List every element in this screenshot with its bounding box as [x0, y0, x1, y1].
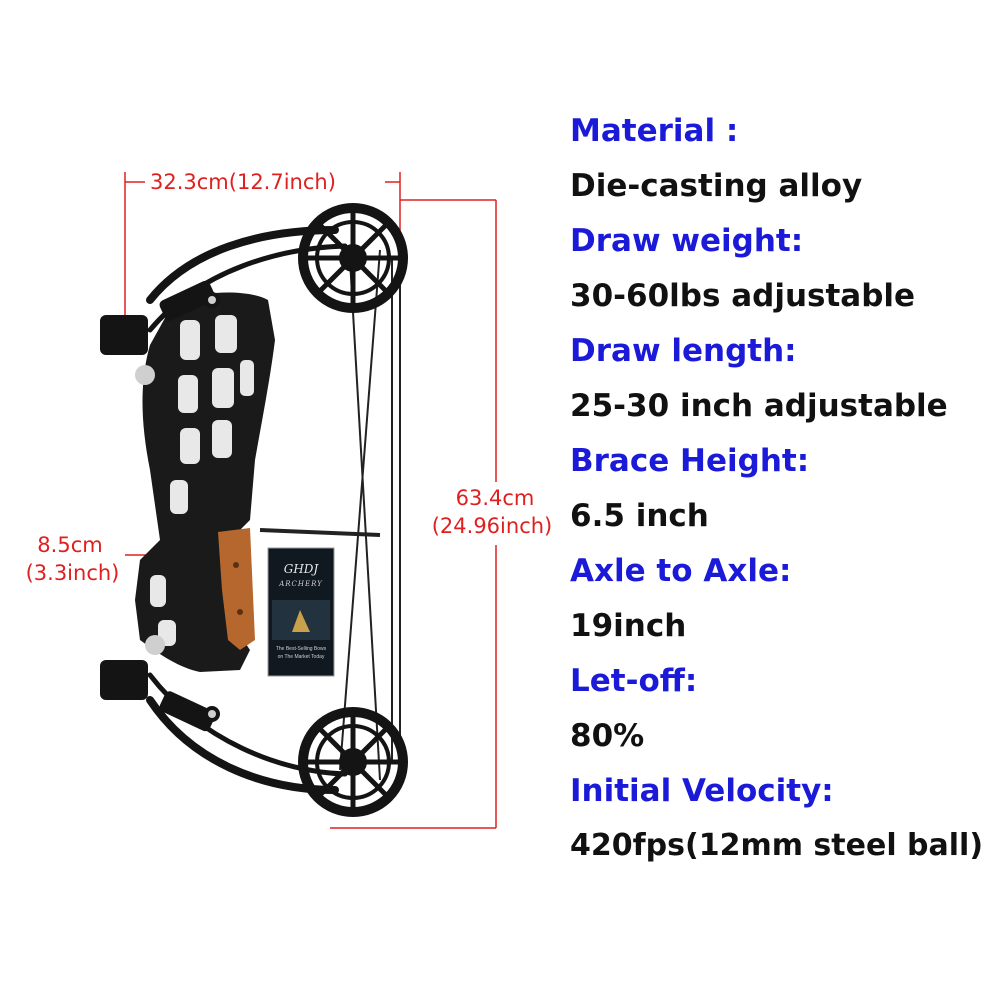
dimension-width: 32.3cm(12.7inch) [150, 170, 336, 194]
bow-riser [135, 292, 275, 672]
tag-brand: GHDJ [283, 562, 319, 576]
spec-brace-height-value: 6.5 inch [570, 498, 709, 534]
bottom-cam-wheel [298, 707, 408, 817]
spec-draw-weight-value: 30-60lbs adjustable [570, 278, 916, 314]
limb-pockets [100, 280, 220, 732]
spec-axle-to-axle-value: 19inch [570, 608, 687, 644]
tag-line-2: on The Market Today [277, 654, 325, 660]
spec-draw-length-label: Draw length: [570, 333, 797, 369]
dimension-grip-inch: (3.3inch) [25, 561, 120, 585]
dimension-height-inch: (24.96inch) [431, 514, 553, 538]
dimension-grip-cm: 8.5cm [37, 533, 103, 557]
tag-sub: ARCHERY [279, 580, 323, 588]
spec-brace-height-label: Brace Height: [570, 443, 810, 479]
spec-initial-velocity-value: 420fps(12mm steel ball) [570, 828, 984, 863]
spec-initial-velocity-label: Initial Velocity: [570, 773, 834, 809]
dimension-lines [124, 172, 497, 829]
spec-draw-weight-label: Draw weight: [570, 223, 804, 259]
hang-tag [267, 547, 335, 677]
spec-material-value: Die-casting alloy [570, 168, 863, 204]
spec-let-off-label: Let-off: [570, 663, 698, 699]
spec-axle-to-axle-label: Axle to Axle: [570, 553, 792, 589]
wooden-grip [218, 528, 255, 650]
top-cam-wheel [298, 203, 408, 313]
bow-strings [259, 249, 401, 781]
spec-material-label: Material : [570, 113, 739, 149]
dimension-height-cm: 63.4cm [455, 486, 535, 510]
spec-let-off-value: 80% [570, 718, 645, 754]
spec-draw-length-value: 25-30 inch adjustable [570, 388, 948, 424]
tag-line-1: The Best-Selling Bows [275, 646, 327, 652]
silver-bolts [135, 296, 216, 718]
